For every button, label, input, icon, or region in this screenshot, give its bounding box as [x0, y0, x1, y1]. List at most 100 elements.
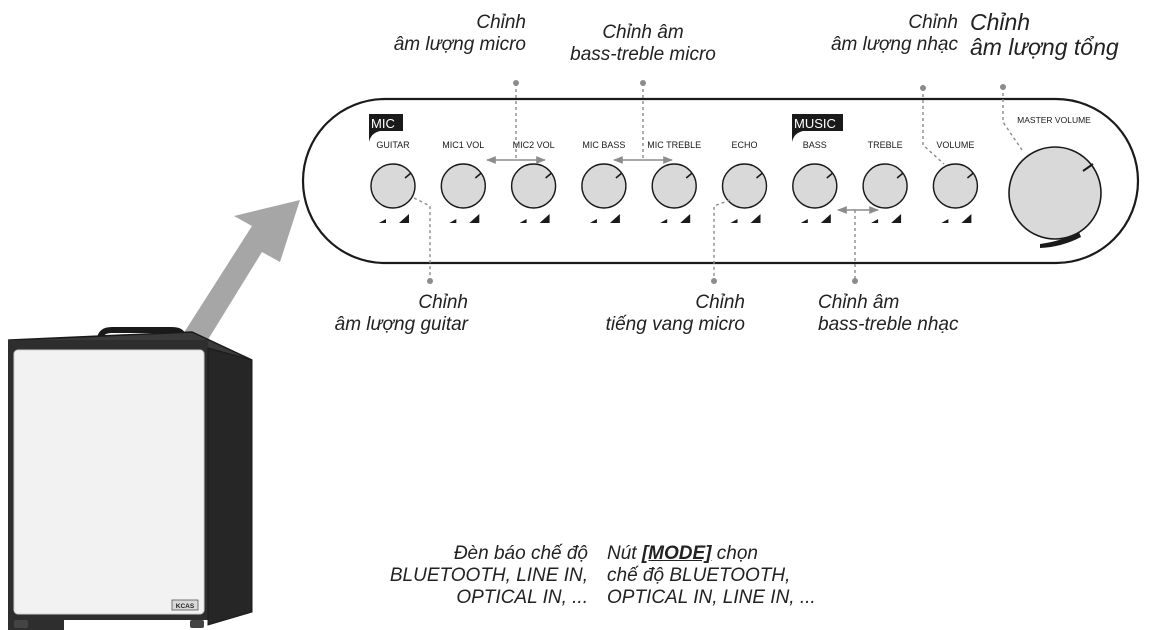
- knob-label-guitar: GUITAR: [376, 140, 410, 150]
- knob-dial-treble[interactable]: [862, 163, 908, 209]
- knob-pointer-mic-bass: [615, 172, 623, 179]
- master-volume-label: MASTER VOLUME: [1017, 115, 1091, 125]
- callout-mic-echo-line2: tiếng vang micro: [605, 314, 745, 335]
- master-volume-scale: [1040, 232, 1081, 248]
- knob-dial-echo[interactable]: [721, 163, 768, 209]
- pointer-arrow: [150, 200, 300, 372]
- knob-dial-mic1-vol[interactable]: [440, 163, 486, 209]
- callout-mic-echo: Chỉnh tiếng vang micro: [545, 292, 745, 336]
- callout-music-bass-treble: Chỉnh âm bass-treble nhạc: [818, 292, 1018, 336]
- knob-label-mic-treble: MIC TREBLE: [647, 140, 701, 150]
- callout-mic-bass-treble: Chỉnh âm bass-treble micro: [543, 22, 743, 66]
- callout-master-volume-line1: Chỉnh: [970, 9, 1031, 35]
- knob-scale-min-mic2-vol: [519, 219, 527, 223]
- knob-scale-max-guitar: [399, 214, 409, 223]
- callout-mode-button-line2: chế độ BLUETOOTH,: [607, 565, 791, 586]
- knob-guitar[interactable]: GUITAR: [370, 140, 416, 223]
- knob-row: GUITAR MIC1 VOL MIC2 VOL MIC BASS MIC TREBLE…: [370, 140, 979, 223]
- knob-scale-min-treble: [871, 219, 879, 223]
- knob-dial-guitar[interactable]: [370, 163, 416, 209]
- knob-scale-min-echo: [730, 219, 738, 223]
- knob-scale-min-volume: [941, 219, 949, 223]
- callout-mode-indicator-line2: BLUETOOTH, LINE IN,: [389, 565, 588, 586]
- knob-label-mic-bass: MIC BASS: [582, 140, 625, 150]
- callout-mic-echo-line1: Chỉnh: [695, 292, 745, 313]
- knob-echo[interactable]: ECHO: [721, 140, 768, 223]
- knob-mic2-vol[interactable]: MIC2 VOL: [510, 140, 557, 223]
- knob-scale-max-treble: [891, 214, 902, 223]
- knob-label-mic2-vol: MIC2 VOL: [513, 140, 555, 150]
- callout-master-volume: Chỉnh âm lượng tổng: [970, 10, 1160, 60]
- callout-mic-volume-line1: Chỉnh: [476, 12, 526, 33]
- mic-section-tab: MIC: [369, 114, 403, 142]
- callout-music-volume: Chỉnh âm lượng nhạc: [770, 12, 958, 56]
- knob-scale-max-mic2-vol: [539, 214, 550, 223]
- knob-label-echo: ECHO: [731, 140, 757, 150]
- knob-mic-treble[interactable]: MIC TREBLE: [647, 140, 701, 223]
- callout-music-volume-line2: âm lượng nhạc: [830, 34, 958, 55]
- callout-master-volume-line2: âm lượng tổng: [970, 34, 1119, 60]
- speaker-logo: KCAS: [176, 603, 195, 610]
- knob-mic1-vol[interactable]: MIC1 VOL: [440, 140, 486, 223]
- callout-mode-button-line3: OPTICAL IN, LINE IN, ...: [607, 587, 816, 608]
- knob-scale-max-echo: [750, 214, 761, 223]
- callout-guitar-volume: Chỉnh âm lượng guitar: [270, 292, 468, 336]
- knob-dial-bass[interactable]: [792, 163, 838, 209]
- callout-mode-button-prefix: Nút: [607, 543, 642, 564]
- callout-mode-indicator-line1: Đèn báo chế độ: [453, 543, 588, 564]
- callout-music-bass-treble-line2: bass-treble nhạc: [818, 314, 959, 335]
- knob-bass[interactable]: BASS: [792, 140, 838, 223]
- callout-mode-indicator: Đèn báo chế độ BLUETOOTH, LINE IN, OPTIC…: [250, 543, 588, 609]
- knob-scale-max-volume: [961, 214, 972, 223]
- knob-pointer-guitar: [404, 172, 412, 179]
- music-section-tab: MUSIC: [792, 114, 843, 142]
- knob-dial-mic-treble[interactable]: [651, 163, 697, 209]
- knob-label-volume: VOLUME: [936, 140, 974, 150]
- knob-pointer-mic1-vol: [474, 172, 482, 179]
- mic-section-label: MIC: [371, 116, 395, 131]
- mode-key-label: [MODE]: [641, 543, 712, 564]
- callout-guitar-volume-line2: âm lượng guitar: [334, 314, 468, 335]
- knob-pointer-mic2-vol: [545, 172, 553, 179]
- callout-mic-bass-treble-line1: Chỉnh âm: [602, 22, 684, 43]
- speaker-cabinet: KCAS: [7, 327, 253, 630]
- knob-pointer-bass: [826, 172, 834, 179]
- knob-scale-max-mic1-vol: [469, 214, 480, 223]
- control-panel: [301, 97, 1140, 265]
- callout-music-bass-treble-line1: Chỉnh âm: [818, 292, 900, 313]
- knob-label-mic1-vol: MIC1 VOL: [442, 140, 484, 150]
- knob-scale-min-mic1-vol: [449, 219, 457, 223]
- knob-scale-min-guitar: [379, 219, 386, 223]
- leader-lines: [413, 83, 1023, 280]
- knob-dial-mic2-vol[interactable]: [510, 163, 557, 209]
- callout-mode-button-suffix: chọn: [711, 543, 758, 564]
- knob-scale-min-bass: [800, 219, 808, 223]
- master-volume-knob[interactable]: MASTER VOLUME: [1008, 115, 1102, 248]
- knob-pointer-mic-treble: [685, 172, 693, 179]
- callout-mode-button: Nút [MODE] chọn chế độ BLUETOOTH, OPTICA…: [607, 543, 927, 609]
- knob-mic-bass[interactable]: MIC BASS: [581, 140, 627, 223]
- knob-volume[interactable]: VOLUME: [932, 140, 979, 223]
- callout-mic-volume: Chỉnh âm lượng micro: [356, 12, 526, 56]
- knob-dial-volume[interactable]: [932, 163, 979, 209]
- callout-guitar-volume-line1: Chỉnh: [418, 292, 468, 313]
- knob-label-treble: TREBLE: [868, 140, 903, 150]
- knob-scale-min-mic-treble: [660, 219, 668, 223]
- knob-scale-max-bass: [820, 214, 831, 223]
- knob-scale-max-mic-treble: [680, 214, 691, 223]
- speaker-logo-plate: [171, 599, 199, 611]
- callout-music-volume-line1: Chỉnh: [908, 12, 958, 33]
- callout-mode-button-line1: Nút [MODE] chọn: [607, 543, 927, 565]
- knob-treble[interactable]: TREBLE: [862, 140, 908, 223]
- knob-label-bass: BASS: [803, 140, 827, 150]
- callout-mic-volume-line2: âm lượng micro: [393, 34, 526, 55]
- music-section-label: MUSIC: [794, 116, 836, 131]
- speaker-grille: [13, 349, 205, 615]
- knob-scale-max-mic-bass: [609, 214, 620, 223]
- knob-pointer-treble: [896, 172, 904, 179]
- callout-mode-indicator-line3: OPTICAL IN, ...: [456, 587, 588, 608]
- knob-dial-mic-bass[interactable]: [581, 163, 627, 209]
- knob-scale-min-mic-bass: [589, 219, 597, 223]
- callout-mic-bass-treble-line2: bass-treble micro: [570, 44, 716, 65]
